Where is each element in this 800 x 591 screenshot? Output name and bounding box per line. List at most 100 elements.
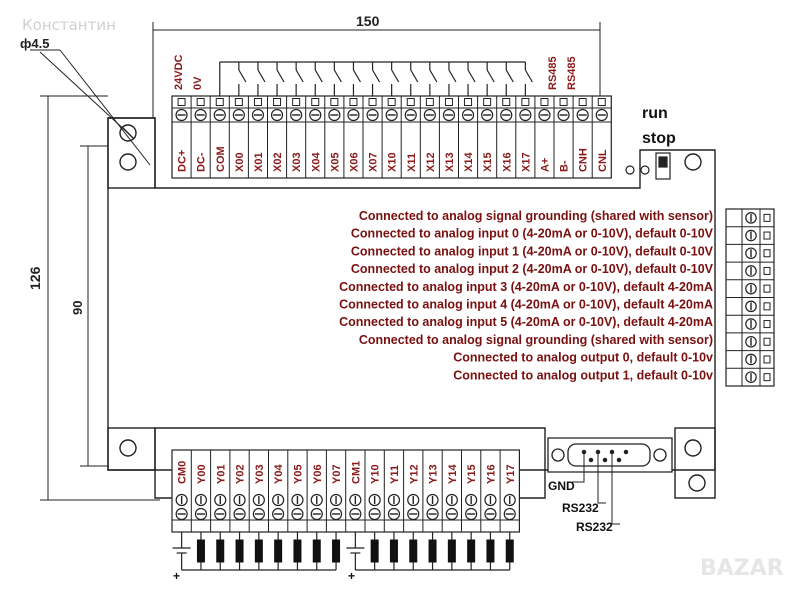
top-terminal-label-x00: X00 (234, 152, 246, 172)
dim-width-label: 150 (356, 13, 380, 29)
mounting-hole-bottom-right-2 (688, 474, 706, 492)
run-stop-switch[interactable] (625, 152, 671, 180)
db9-leader-lines (572, 452, 620, 525)
right-terminal-indicator (763, 266, 771, 275)
top-terminal-label-x01: X01 (253, 152, 265, 172)
analog-note: Connected to analog signal grounding (sh… (359, 209, 713, 223)
output-load (274, 539, 283, 563)
bottom-terminal-label-y10: Y10 (370, 464, 382, 484)
output-load (312, 539, 321, 563)
dim-hole-label: ф4.5 (20, 36, 49, 51)
bottom-terminal-label-y14: Y14 (447, 464, 459, 484)
analog-note: Connected to analog output 0, default 0-… (453, 351, 713, 365)
top-terminal-indicator (311, 98, 320, 106)
top-terminal-indicator (406, 98, 415, 106)
top-terminal-indicator (292, 98, 301, 106)
mounting-hole-bottom-right (684, 439, 702, 457)
output-load (293, 539, 302, 563)
output-load (216, 539, 225, 563)
top-terminal-indicator (234, 98, 243, 106)
output-load (467, 539, 476, 563)
top-terminal-label-x13: X13 (444, 152, 456, 172)
top-terminal-indicator (521, 98, 530, 106)
top-terminal-indicator (483, 98, 492, 106)
top-terminal-label-x10: X10 (387, 152, 399, 172)
top-terminal-label-x17: X17 (520, 152, 532, 172)
top-terminal-label-a: A+ (539, 158, 551, 172)
db9-rs232-label-a: RS232 (562, 501, 599, 515)
bottom-terminal-label-cm0: CM0 (177, 461, 189, 484)
bottom-terminal-label-y03: Y03 (254, 464, 266, 484)
top-terminal-label-x14: X14 (463, 152, 475, 172)
top-terminal-indicator (253, 98, 262, 106)
analog-note: Connected to analog output 1, default 0-… (453, 368, 713, 382)
stop-label: stop (642, 130, 676, 147)
right-terminal-indicator (763, 231, 771, 240)
bottom-terminal-label-y02: Y02 (235, 464, 247, 484)
output-load (409, 539, 418, 563)
header-0v: 0V (192, 76, 204, 90)
analog-note: Connected to analog input 3 (4-20mA or 0… (339, 280, 713, 294)
db9-rs232-label-b: RS232 (576, 520, 613, 534)
bottom-terminal-label-y16: Y16 (485, 464, 497, 484)
battery-plus-1: + (173, 569, 180, 583)
output-load (505, 539, 514, 563)
header-rs485-a: RS485 (547, 56, 559, 90)
run-label: run (642, 105, 668, 122)
analog-note: Connected to analog input 4 (4-20mA or 0… (339, 298, 713, 312)
bottom-terminal-label-y15: Y15 (466, 464, 478, 484)
output-load (370, 539, 379, 563)
right-terminal-indicator (763, 249, 771, 258)
dim-height-inner-label: 90 (70, 301, 85, 315)
header-rs485-b: RS485 (566, 56, 578, 90)
top-terminal-indicator (540, 98, 549, 106)
analog-note: Connected to analog input 0 (4-20mA or 0… (351, 227, 714, 241)
output-load (254, 539, 263, 563)
db9-connector[interactable] (547, 437, 673, 473)
top-terminal-indicator (578, 98, 587, 106)
top-terminal-label-com: COM (215, 146, 227, 172)
top-terminal-label-x06: X06 (348, 152, 360, 172)
top-terminal-label-dc: DC- (196, 152, 208, 172)
bottom-terminal-label-y05: Y05 (292, 464, 304, 484)
top-terminal-indicator (273, 98, 282, 106)
mounting-hole-right (684, 153, 702, 171)
header-24vdc: 24VDC (173, 54, 185, 90)
bottom-terminal-label-cm1: CM1 (350, 461, 362, 484)
top-terminal-indicator (330, 98, 339, 106)
top-terminal-indicator (597, 98, 606, 106)
top-terminal-indicator (464, 98, 473, 106)
top-terminal-label-x07: X07 (368, 152, 380, 172)
output-loads (172, 532, 514, 571)
output-load (486, 539, 495, 563)
output-load (196, 539, 205, 563)
analog-note: Connected to analog input 5 (4-20mA or 0… (339, 315, 713, 329)
right-terminal-block (725, 208, 775, 387)
bottom-terminal-label-y12: Y12 (408, 464, 420, 484)
dimension-lines (30, 22, 601, 501)
analog-note: Connected to analog signal grounding (sh… (359, 333, 713, 347)
right-terminal-indicator (763, 373, 771, 382)
output-load (447, 539, 456, 563)
bottom-terminal-label-y07: Y07 (331, 464, 343, 484)
top-terminal-indicator (502, 98, 511, 106)
top-terminal-indicator (559, 98, 568, 106)
top-terminal-indicator (349, 98, 358, 106)
battery-plus-2: + (348, 569, 355, 583)
mounting-hole-left (119, 153, 137, 171)
top-terminal-indicator (196, 98, 205, 106)
bottom-terminal-label-y06: Y06 (312, 464, 324, 484)
output-load (235, 539, 244, 563)
top-terminal-indicator (425, 98, 434, 106)
analog-note: Connected to analog input 1 (4-20mA or 0… (351, 244, 714, 258)
watermark-text: Константин (22, 16, 116, 34)
top-terminal-indicator (444, 98, 453, 106)
right-terminal-indicator (763, 213, 771, 222)
right-terminal-indicator (763, 320, 771, 329)
top-terminal-indicator (368, 98, 377, 106)
top-terminal-label-x03: X03 (291, 152, 303, 172)
right-terminal-indicator (763, 302, 771, 311)
input-switches (219, 61, 533, 96)
